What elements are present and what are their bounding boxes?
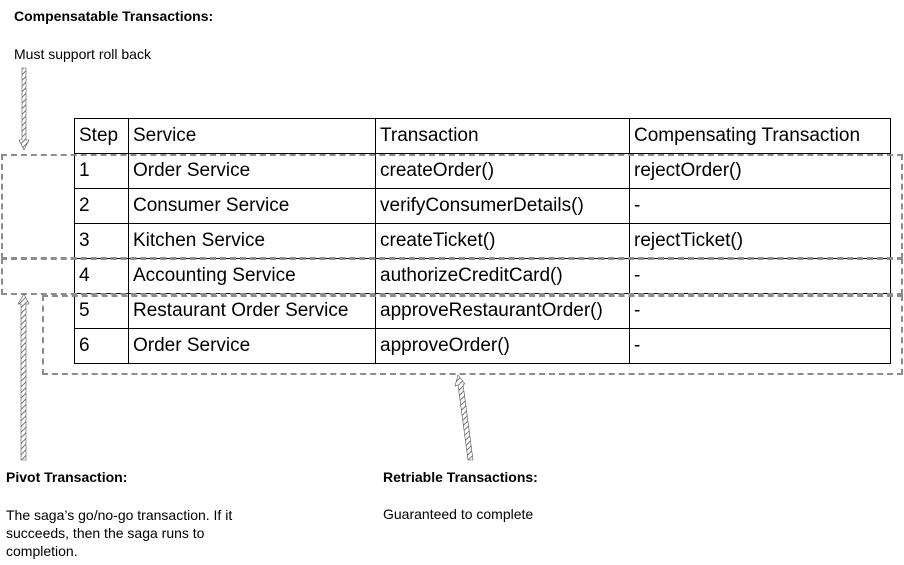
compensatable-arrow-icon: [18, 67, 30, 151]
pivot-title: Pivot Transaction:: [6, 469, 128, 485]
step-cell: 6: [74, 328, 129, 364]
step-cell: 5: [74, 293, 129, 329]
transaction-cell: verifyConsumerDetails(): [375, 188, 630, 224]
column-header-compensating: Compensating Transaction: [629, 118, 891, 154]
transaction-cell: approveOrder(): [375, 328, 630, 364]
compensating-cell: -: [629, 188, 891, 224]
pivot-arrow-icon: [17, 293, 30, 461]
table-row: 2 Consumer Service verifyConsumerDetails…: [74, 188, 891, 224]
transaction-cell: authorizeCreditCard(): [375, 258, 630, 294]
service-cell: Order Service: [128, 153, 376, 189]
service-cell: Order Service: [128, 328, 376, 364]
compensating-cell: -: [629, 328, 891, 364]
table-row: 6 Order Service approveOrder() -: [74, 328, 891, 364]
step-cell: 1: [74, 153, 129, 189]
table-row: 4 Accounting Service authorizeCreditCard…: [74, 258, 891, 294]
pivot-description: The saga’s go/no-go transaction. If it s…: [6, 507, 233, 559]
service-cell: Restaurant Order Service: [128, 293, 376, 329]
table-header-row: Step Service Transaction Compensating Tr…: [74, 118, 891, 154]
compensatable-title: Compensatable Transactions:: [14, 8, 214, 24]
column-header-step: Step: [74, 118, 129, 154]
table-row: 5 Restaurant Order Service approveRestau…: [74, 293, 891, 329]
retriable-description: Guaranteed to complete: [383, 506, 534, 522]
service-cell: Consumer Service: [128, 188, 376, 224]
saga-steps-table: Step Service Transaction Compensating Tr…: [74, 118, 891, 364]
retriable-arrow-icon: [454, 374, 474, 461]
retriable-title: Retriable Transactions:: [383, 469, 538, 485]
compensatable-description: Must support roll back: [14, 46, 151, 62]
table-row: 3 Kitchen Service createTicket() rejectT…: [74, 223, 891, 259]
service-cell: Accounting Service: [128, 258, 376, 294]
